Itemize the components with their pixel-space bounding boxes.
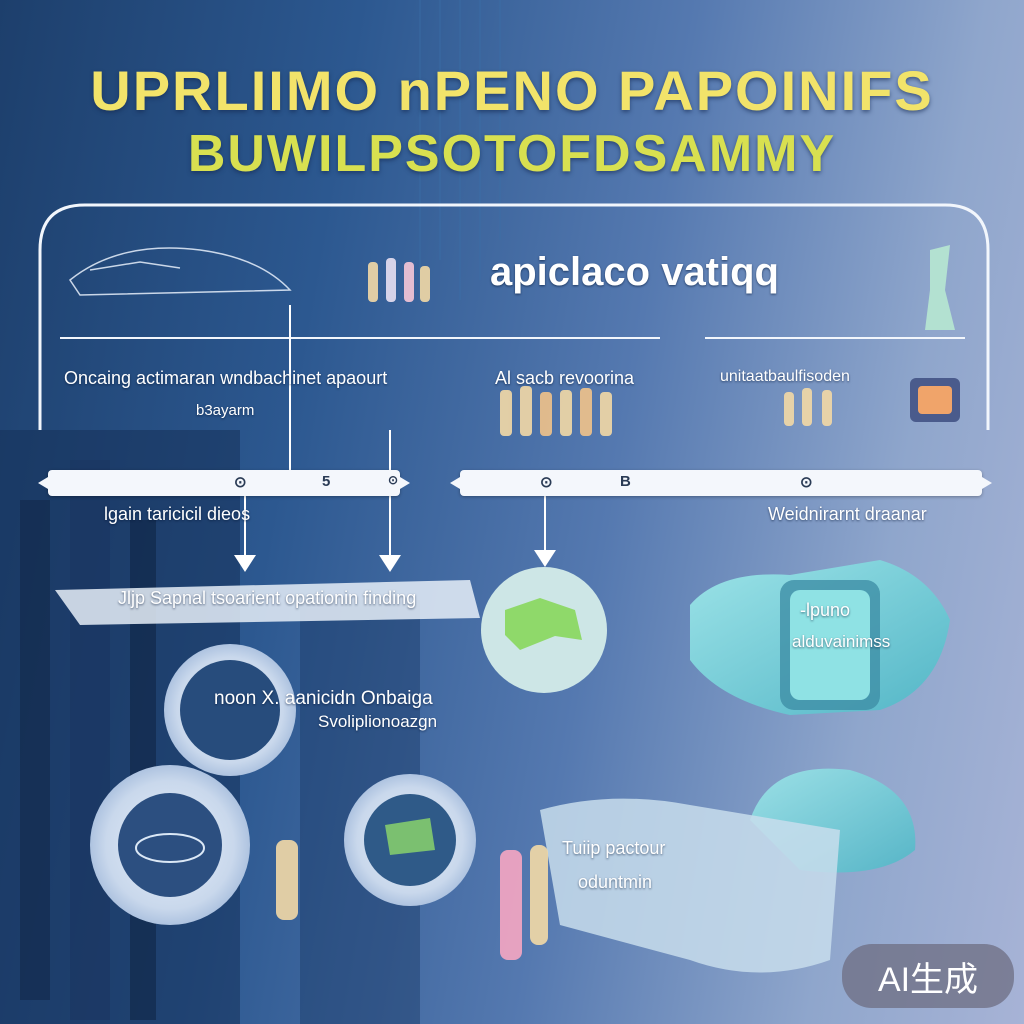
ai-generated-badge: AI生成: [842, 944, 1014, 1008]
title-line-1: UPRLIIMO nPENO PAPOINIFS: [90, 59, 934, 122]
timeline-caption-left: lgain taricicil dieos: [104, 504, 251, 524]
timeline-marker-icon: ⊙: [388, 473, 399, 487]
sheet-text-1: Tuiip pactour: [562, 838, 666, 858]
timeline-marker-icon: ⊙: [234, 474, 247, 491]
circle-text-2: Svoliplionoazgn: [318, 712, 438, 731]
timeline-caption-right: Weidnirarnt draanar: [768, 504, 927, 524]
arrow-left-icon: [38, 477, 48, 489]
arrow-left-icon: [450, 477, 460, 489]
band-text: Jljp Sapnal tsoarient opationin finding: [118, 588, 417, 608]
circle-text-1: noon X. aanicidn Onbaiga: [214, 688, 433, 709]
timeline-bar-left: ⊙ 5 ⊙: [38, 470, 410, 496]
timeline-marker-icon: ⊙: [540, 474, 553, 491]
arrow-right-icon: [400, 477, 410, 489]
panel-caption-right: unitaatbaulfisoden: [720, 368, 850, 385]
timeline-marker-label: 5: [322, 473, 331, 490]
teal-device-text-2: alduvainimss: [792, 632, 891, 651]
panel-caption-left: Oncaing actimaran wndbachinet apaourt: [64, 368, 388, 388]
timeline-bar-right: ⊙ B ⊙: [450, 470, 992, 496]
title-line-2: BUWILPSOTOFDSAMMY: [187, 125, 837, 183]
timeline-marker-label: B: [620, 473, 631, 490]
panel-caption-middle: Al sacb revoorina: [495, 368, 635, 388]
timeline-marker-icon: ⊙: [800, 474, 813, 491]
panel-section-title: apiclaco vatiqq: [490, 250, 779, 294]
panel-sub-caption: b3ayarm: [196, 402, 255, 419]
sheet-text-2: oduntmin: [578, 872, 653, 892]
teal-device-text-1: -lpuno: [800, 600, 851, 620]
arrow-right-icon: [982, 477, 992, 489]
